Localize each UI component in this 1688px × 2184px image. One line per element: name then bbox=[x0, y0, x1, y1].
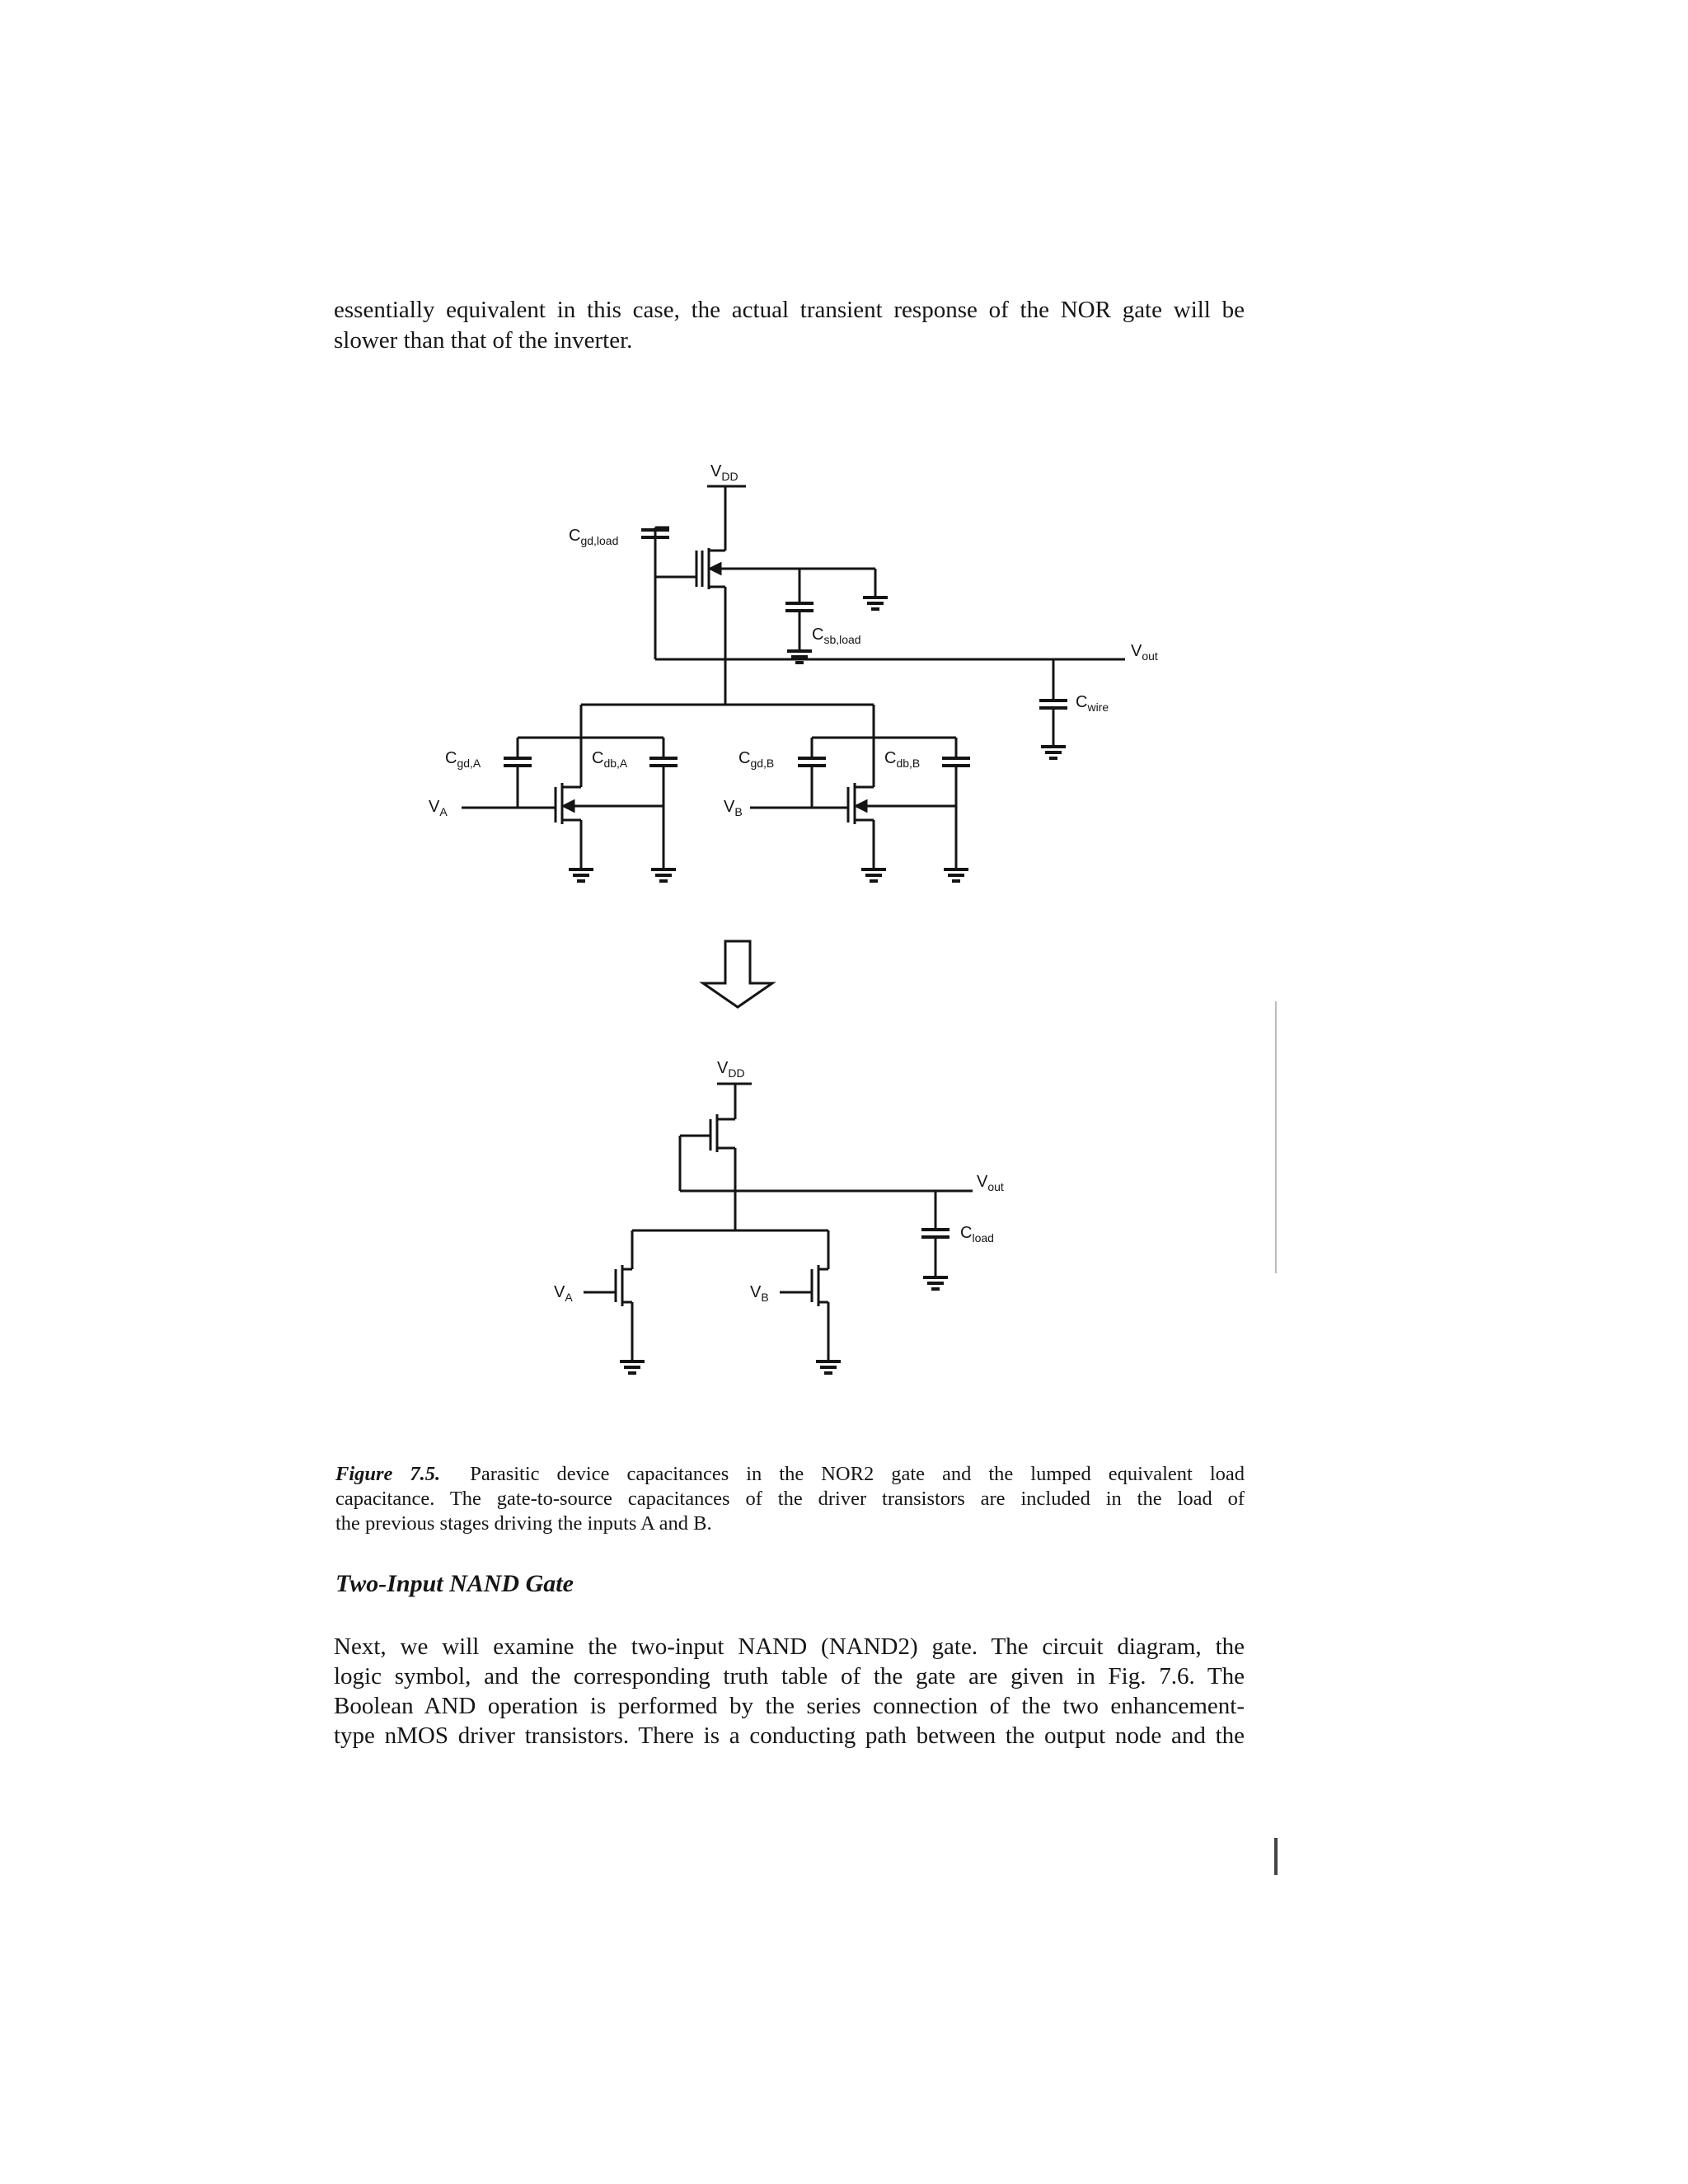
label-vout-upper: Vout bbox=[1131, 642, 1158, 663]
scan-edge-mark bbox=[1274, 1838, 1278, 1875]
label-va-lower: VA bbox=[554, 1283, 573, 1304]
ground-icon bbox=[814, 1360, 842, 1375]
caption-line: capacitance. The gate-to-source capacita… bbox=[335, 1488, 1245, 1510]
paragraph-line: Boolean AND operation is performed by th… bbox=[334, 1693, 1245, 1719]
paragraph-line: Next, we will examine the two-input NAND… bbox=[334, 1633, 1245, 1660]
ground-icon bbox=[861, 596, 889, 611]
scan-edge-mark bbox=[1275, 1001, 1277, 1273]
lower-circuit-schematic bbox=[584, 1082, 973, 1361]
label-vb-upper: VB bbox=[724, 798, 743, 818]
body-paragraph-top: essentially equivalent in this case, the… bbox=[334, 295, 1245, 356]
label-cdb-b: Cdb,B bbox=[884, 749, 920, 770]
label-cwire: Cwire bbox=[1076, 693, 1109, 714]
section-heading: Two-Input NAND Gate bbox=[335, 1570, 574, 1597]
ground-icon bbox=[921, 1276, 950, 1291]
label-va-upper: VA bbox=[429, 798, 448, 818]
label-cgd-a: Cgd,A bbox=[445, 749, 481, 770]
ground-icon bbox=[1039, 745, 1067, 760]
label-vdd-lower: VDD bbox=[717, 1059, 745, 1080]
ground-icon bbox=[618, 1360, 646, 1375]
label-cgd-b: Cgd,B bbox=[738, 749, 774, 770]
paragraph-line: logic symbol, and the corresponding trut… bbox=[334, 1663, 1245, 1690]
label-cload: Cload bbox=[960, 1224, 994, 1244]
paragraph-line: slower than that of the inverter. bbox=[334, 327, 633, 354]
down-arrow-icon bbox=[699, 940, 776, 1009]
caption-line: Figure 7.5.Parasitic device capacitances… bbox=[335, 1463, 1245, 1485]
label-csb-load: Csb,load bbox=[812, 626, 861, 646]
ground-icon bbox=[860, 868, 888, 883]
figure-label: Figure 7.5. bbox=[335, 1463, 441, 1485]
caption-line: the previous stages driving the inputs A… bbox=[335, 1512, 712, 1535]
label-cgd-load: Cgd,load bbox=[569, 527, 618, 547]
label-cdb-a: Cdb,A bbox=[592, 749, 628, 770]
upper-circuit-schematic bbox=[462, 485, 1125, 869]
ground-icon bbox=[942, 868, 970, 883]
ground-icon bbox=[785, 649, 814, 664]
figure-caption: Figure 7.5.Parasitic device capacitances… bbox=[335, 1462, 1245, 1536]
paragraph-line: essentially equivalent in this case, the… bbox=[334, 297, 1245, 323]
paragraph-line: type nMOS driver transistors. There is a… bbox=[334, 1722, 1245, 1749]
label-vdd-upper: VDD bbox=[710, 462, 738, 483]
ground-icon bbox=[567, 868, 595, 883]
body-paragraph-bottom: Next, we will examine the two-input NAND… bbox=[334, 1632, 1245, 1750]
figure-7-5: VDD Cgd,load Csb,load Vout Cwire Cgd,A C… bbox=[429, 462, 1158, 1375]
label-vb-lower: VB bbox=[750, 1283, 769, 1304]
ground-icon bbox=[649, 868, 678, 883]
label-vout-lower: Vout bbox=[977, 1173, 1004, 1193]
